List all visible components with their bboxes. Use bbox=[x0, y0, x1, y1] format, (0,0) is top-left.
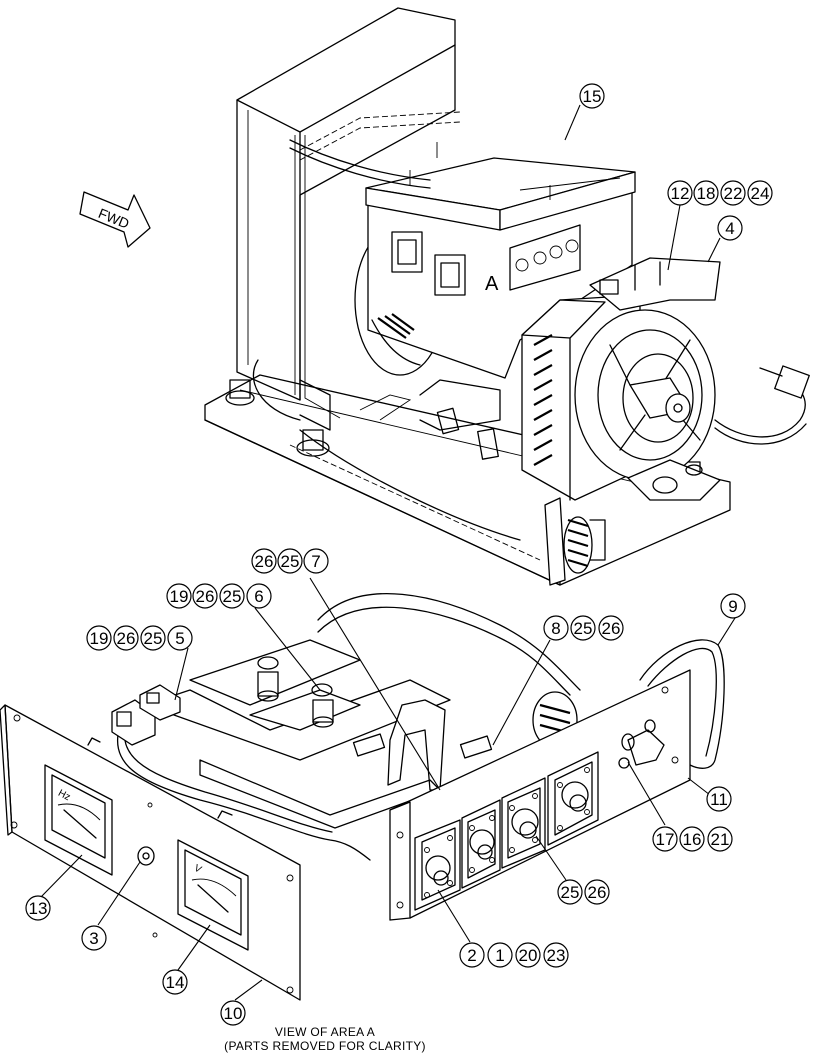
callout-label: 12 bbox=[671, 184, 690, 203]
callout-label: 19 bbox=[90, 629, 109, 648]
callout-label: 15 bbox=[583, 87, 602, 106]
circuit-breaker-1 bbox=[414, 819, 461, 911]
generator-assembly: A bbox=[79, 7, 810, 586]
callout-label: 26 bbox=[255, 552, 274, 571]
voltmeter: V bbox=[177, 839, 249, 951]
callout-label: 5 bbox=[175, 629, 184, 648]
callout-label: 21 bbox=[711, 830, 730, 849]
frequency-meter: Hz bbox=[44, 764, 113, 876]
callout-label: 19 bbox=[170, 587, 189, 606]
callout-label: 9 bbox=[728, 597, 737, 616]
callout-label: 25 bbox=[561, 883, 580, 902]
callout-2-1-20-23: 2 1 20 23 bbox=[459, 942, 569, 968]
callout-19-26-25-6: 19 26 25 6 bbox=[166, 583, 272, 609]
callout-label: 8 bbox=[551, 619, 560, 638]
callout-label: 4 bbox=[725, 219, 734, 238]
callout-14: 14 bbox=[162, 969, 188, 995]
callout-3: 3 bbox=[81, 925, 107, 951]
toggle-switch bbox=[137, 846, 155, 866]
callout-label: 26 bbox=[196, 587, 215, 606]
area-marker-label: A bbox=[485, 273, 499, 295]
radiator-housing bbox=[236, 7, 461, 431]
callout-label: 18 bbox=[697, 184, 716, 203]
wire-harness bbox=[116, 593, 725, 861]
callout-15: 15 bbox=[579, 83, 605, 109]
callout-11: 11 bbox=[706, 786, 732, 812]
callout-9: 9 bbox=[720, 593, 746, 619]
callout-13: 13 bbox=[25, 895, 51, 921]
callout-label: 26 bbox=[602, 619, 621, 638]
callout-label: 26 bbox=[117, 629, 136, 648]
callout-25-26: 25 26 bbox=[557, 879, 610, 905]
frequency-meter-label: Hz bbox=[56, 788, 72, 803]
caption-line-1: VIEW OF AREA A bbox=[274, 1025, 376, 1039]
exciter-end-bell bbox=[521, 257, 721, 501]
callout-label: 16 bbox=[683, 830, 702, 849]
callout-label: 6 bbox=[254, 587, 263, 606]
circuit-breaker-2 bbox=[461, 799, 501, 889]
voltmeter-label: V bbox=[192, 863, 203, 876]
callout-label: 17 bbox=[656, 830, 675, 849]
callout-label: 23 bbox=[547, 946, 566, 965]
callout-label: 11 bbox=[710, 790, 728, 809]
callout-17-16-21: 17 16 21 bbox=[652, 826, 733, 852]
callout-label: 25 bbox=[144, 629, 163, 648]
end-bell-grill bbox=[533, 334, 553, 466]
callout-label: 20 bbox=[519, 946, 538, 965]
breaker-panel bbox=[389, 669, 691, 921]
callout-label: 25 bbox=[574, 619, 593, 638]
meter-panel: Hz V bbox=[0, 684, 301, 1001]
callout-10: 10 bbox=[220, 1000, 246, 1026]
callout-26-25-7: 26 25 7 bbox=[251, 548, 329, 574]
callout-label: 7 bbox=[311, 552, 320, 571]
callout-label: 25 bbox=[223, 587, 242, 606]
view-caption: VIEW OF AREA A (PARTS REMOVED FOR CLARIT… bbox=[185, 1025, 465, 1053]
callout-label: 25 bbox=[281, 552, 300, 571]
callout-label: 14 bbox=[166, 973, 185, 992]
callout-label: 13 bbox=[29, 899, 48, 918]
leader-lines bbox=[39, 104, 736, 1001]
callout-label: 10 bbox=[224, 1004, 243, 1023]
area-a-detail: Hz V bbox=[0, 83, 773, 1026]
upper-cables bbox=[252, 139, 810, 586]
callout-label: 3 bbox=[89, 929, 98, 948]
circuit-breaker-4 bbox=[547, 751, 599, 846]
generator-body: A bbox=[354, 142, 636, 379]
callout-label: 24 bbox=[751, 184, 770, 203]
callout-12-18-22-24: 12 18 22 24 bbox=[667, 180, 773, 206]
forward-direction-arrow: FWD bbox=[79, 191, 151, 248]
callout-label: 22 bbox=[724, 184, 743, 203]
callout-label: 26 bbox=[588, 883, 607, 902]
callout-19-26-25-5: 19 26 25 5 bbox=[86, 625, 193, 651]
callout-4: 4 bbox=[717, 215, 743, 241]
ground-stud bbox=[618, 719, 665, 769]
callout-8-25-26: 8 25 26 bbox=[543, 615, 624, 641]
caption-line-2: (PARTS REMOVED FOR CLARITY) bbox=[224, 1039, 426, 1053]
callout-label: 1 bbox=[495, 946, 504, 965]
callout-label: 2 bbox=[467, 946, 476, 965]
